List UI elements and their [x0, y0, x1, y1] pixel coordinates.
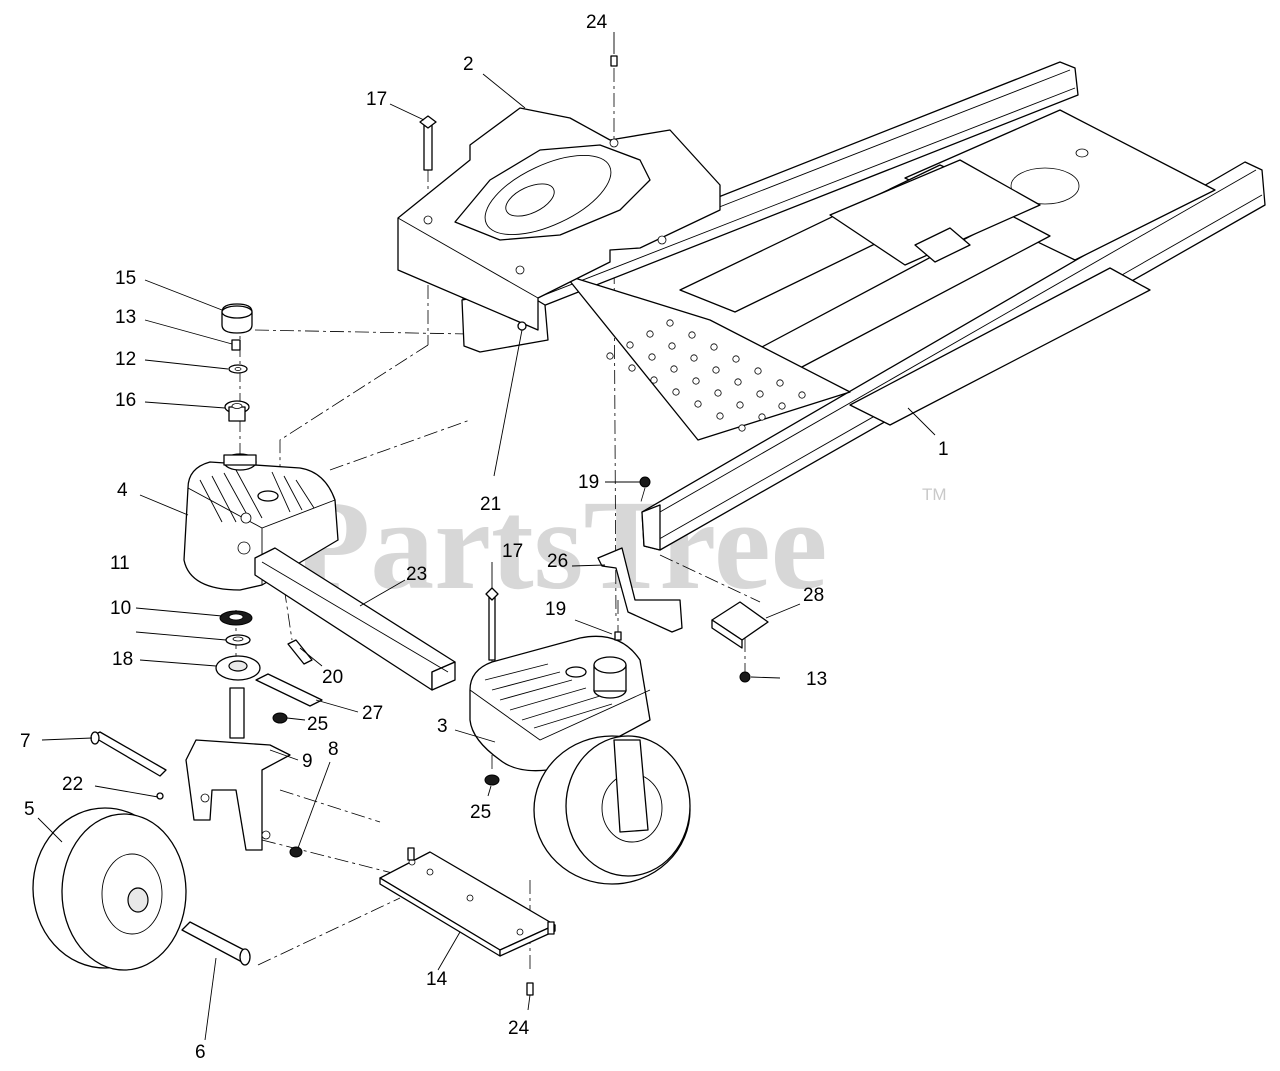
callout-25-right: 25: [470, 802, 491, 823]
callout-10: 10: [110, 598, 131, 619]
callout-22: 22: [62, 774, 83, 795]
right-housing-ribs: [484, 663, 613, 729]
bearing-11: [219, 610, 253, 626]
callout-9: 9: [302, 751, 313, 772]
callout-14: 14: [426, 969, 448, 990]
callout-6: 6: [195, 1042, 206, 1063]
bolt-20: [287, 639, 313, 665]
callout-19-top: 19: [578, 472, 599, 493]
callout-labels: 1 2 3 4 5 6 7 8 9 10 11 12 13 13 14 15 1…: [20, 12, 949, 1063]
right-caster-wheel: [533, 735, 691, 885]
callout-13-right: 13: [806, 669, 827, 690]
mounting-plate: [379, 847, 556, 957]
bushing-16: [224, 400, 250, 422]
left-caster-wheel: [32, 807, 187, 971]
clip: [711, 601, 769, 649]
callout-2: 2: [463, 54, 474, 75]
watermark-trademark: TM: [922, 485, 947, 504]
cap-15: [221, 303, 253, 334]
callout-11: 11: [110, 553, 130, 574]
callout-19-mid: 19: [545, 599, 566, 620]
callout-16: 16: [115, 390, 136, 411]
sprocket-18: [215, 655, 261, 681]
left-housing-ribs: [199, 469, 315, 523]
callout-21: 21: [480, 494, 501, 515]
pin-21: [517, 321, 527, 331]
callout-3: 3: [437, 716, 448, 737]
nut-19-top: [639, 476, 651, 488]
callout-4: 4: [117, 480, 128, 501]
callout-20: 20: [322, 667, 343, 688]
bolt-24-bottom: [526, 982, 534, 996]
axle-tube: [254, 547, 456, 691]
strap: [255, 673, 323, 707]
callout-23: 23: [406, 564, 427, 585]
callout-5: 5: [24, 799, 35, 820]
washer-12: [228, 364, 248, 374]
callout-24-bottom: 24: [508, 1018, 530, 1039]
seat-plate: [397, 107, 721, 331]
nut-25-left: [272, 712, 288, 724]
callout-7: 7: [20, 731, 31, 752]
nut-8: [289, 846, 303, 858]
axle-bolt: [90, 731, 167, 777]
callout-25-left: 25: [307, 714, 328, 735]
callout-12: 12: [115, 349, 136, 370]
bolt-17-mid: [485, 587, 499, 661]
callout-1: 1: [938, 439, 949, 460]
callout-leaders: [37, 32, 936, 1041]
bolt-17-top: [419, 115, 437, 171]
pin-22: [156, 792, 164, 800]
footrest-holes: [606, 319, 806, 432]
callout-24-top: 24: [586, 12, 608, 33]
callout-17-top: 17: [366, 89, 387, 110]
callout-8: 8: [328, 739, 339, 760]
callout-26: 26: [547, 551, 568, 572]
bolt-24-top: [610, 55, 618, 67]
callout-28: 28: [803, 585, 824, 606]
nut-19-mid: [614, 631, 622, 641]
callout-17-mid: 17: [502, 541, 523, 562]
left-fork: [185, 687, 291, 851]
bolt-13-top: [231, 339, 241, 351]
callout-13-top: 13: [115, 307, 136, 328]
bolt-13-right: [739, 671, 751, 683]
nut-25-right: [484, 774, 500, 786]
spacer-tube: [181, 921, 251, 966]
left-caster-housing: [183, 453, 339, 591]
callout-15: 15: [115, 268, 136, 289]
callout-27: 27: [362, 703, 383, 724]
washer-10: [225, 634, 251, 646]
callout-18: 18: [112, 649, 133, 670]
bracket: [597, 547, 683, 633]
